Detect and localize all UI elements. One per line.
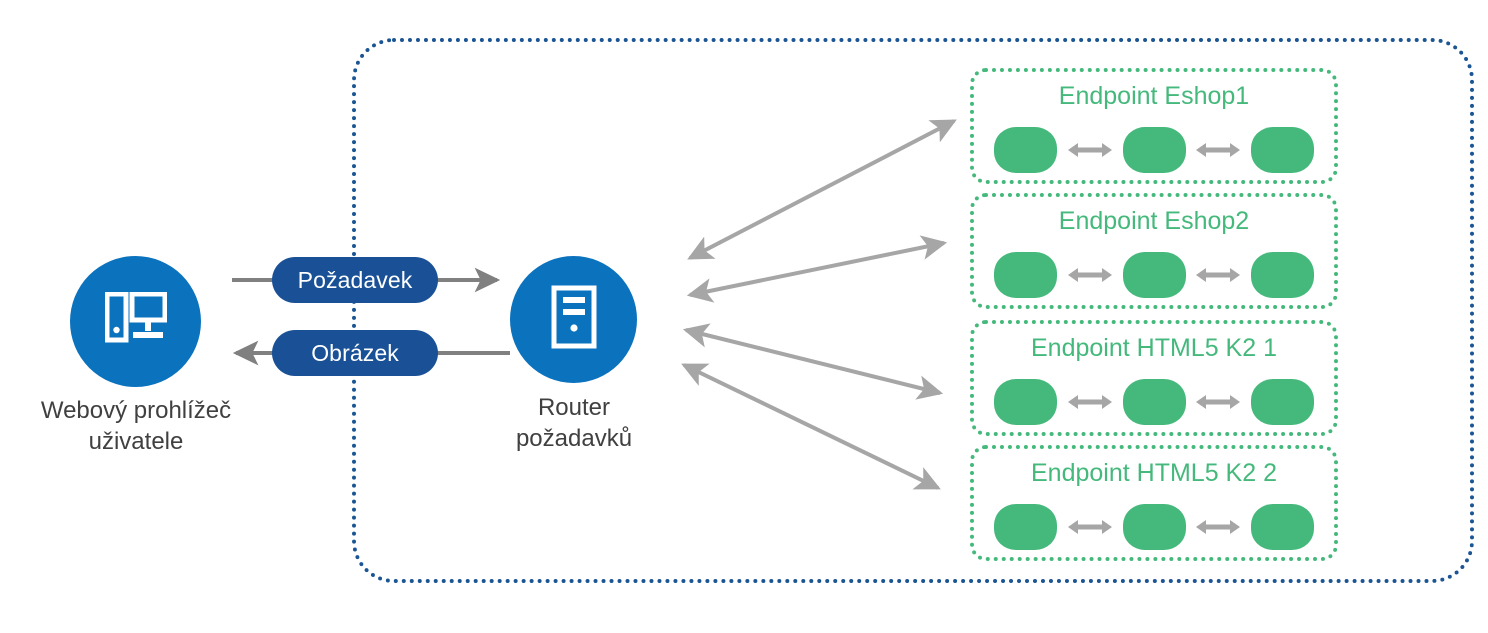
router-node[interactable] (510, 256, 637, 383)
web-browser-node[interactable] (70, 256, 201, 387)
endpoint-node-row (994, 501, 1314, 553)
bidirectional-arrow-icon (1196, 268, 1241, 282)
endpoint-box-eshop2[interactable]: Endpoint Eshop2 (970, 193, 1338, 309)
router-label: Router požadavků (515, 394, 633, 452)
endpoint-service-node[interactable] (1251, 379, 1314, 425)
endpoint-service-node[interactable] (1251, 127, 1314, 173)
server-zone-boundary (352, 38, 1474, 583)
endpoint-node-row (994, 376, 1314, 428)
bidirectional-arrow-icon (1067, 268, 1112, 282)
router-to-eshop2-arrow (686, 235, 948, 303)
endpoint-title: Endpoint HTML5 K2 2 (1031, 459, 1277, 487)
endpoint-service-node[interactable] (1122, 252, 1186, 298)
endpoint-service-node[interactable] (1251, 504, 1314, 550)
endpoint-service-node[interactable] (994, 379, 1057, 425)
bidirectional-arrow-icon (1067, 520, 1112, 534)
bidirectional-arrow-icon (1067, 143, 1112, 157)
desktop-computer-icon (104, 291, 167, 351)
endpoint-node-row (994, 249, 1314, 301)
endpoint-box-html5-k2-2[interactable]: Endpoint HTML5 K2 2 (970, 445, 1338, 561)
endpoint-service-node[interactable] (1122, 127, 1186, 173)
request-pill[interactable]: Požadavek (272, 257, 438, 303)
endpoint-box-eshop1[interactable]: Endpoint Eshop1 (970, 68, 1338, 184)
endpoint-service-node[interactable] (1122, 504, 1186, 550)
server-tower-icon (551, 285, 597, 354)
bidirectional-arrow-icon (1067, 395, 1112, 409)
response-pill[interactable]: Obrázek (272, 330, 438, 376)
router-to-html5k2-2-arrow (681, 363, 941, 490)
endpoint-title: Endpoint Eshop1 (1058, 82, 1250, 110)
bidirectional-arrow-icon (1196, 143, 1241, 157)
endpoint-service-node[interactable] (1122, 379, 1186, 425)
endpoint-service-node[interactable] (994, 504, 1057, 550)
web-browser-label: Webový prohlížeč uživatele (40, 397, 232, 455)
bidirectional-arrow-icon (1196, 395, 1241, 409)
endpoint-service-node[interactable] (1251, 252, 1314, 298)
endpoint-service-node[interactable] (994, 252, 1057, 298)
bidirectional-arrow-icon (1196, 520, 1241, 534)
endpoint-title: Endpoint HTML5 K2 1 (1031, 334, 1277, 362)
router-to-eshop1-arrow (687, 119, 957, 260)
endpoint-node-row (994, 124, 1314, 176)
endpoint-box-html5-k2-1[interactable]: Endpoint HTML5 K2 1 (970, 320, 1338, 436)
endpoint-service-node[interactable] (994, 127, 1057, 173)
endpoint-title: Endpoint Eshop2 (1058, 207, 1250, 235)
